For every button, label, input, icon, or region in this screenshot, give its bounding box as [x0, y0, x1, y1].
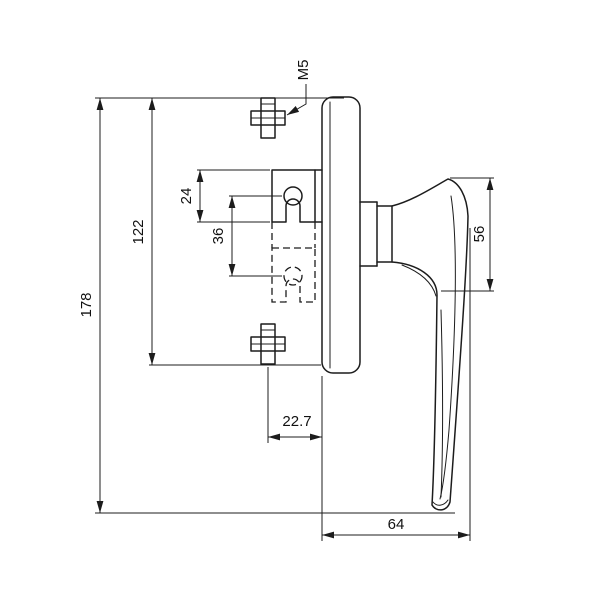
dim-label-screw-axis-to-face: 22.7: [282, 413, 311, 430]
grip-underside-contour: [401, 264, 437, 297]
handle-grip: [391, 178, 469, 511]
spindle-fork-alt-position: [271, 222, 316, 303]
spindle-fork: [271, 169, 323, 223]
dim-label-hole-spacing: 36: [210, 228, 227, 245]
dimension-hole-spacing: 36: [210, 195, 282, 277]
dimension-screw-axis-to-face: 22.7: [267, 367, 322, 443]
dimension-head-height: 56: [441, 177, 494, 292]
handle-neck: [359, 201, 393, 267]
dim-label-mounting-span: 122: [130, 219, 147, 244]
dim-label-handle-projection: 64: [388, 516, 405, 533]
dim-label-fork-length: 24: [178, 188, 195, 205]
spindle-hole: [283, 186, 303, 206]
grip-contour-inner: [440, 309, 443, 498]
grip-outline: [391, 178, 469, 511]
dimension-mounting-span: 122: [130, 98, 321, 366]
dimension-overall-height: 178: [78, 97, 455, 514]
dimension-handle-projection: 64: [321, 228, 471, 541]
dim-label-screw-thread: M5: [295, 60, 312, 81]
backplate-outline: [321, 96, 361, 374]
grip-tip-line: [432, 499, 449, 506]
mounting-screw-top: [250, 97, 286, 139]
fork-outline: [271, 169, 316, 223]
spindle-hole-hidden: [283, 266, 303, 286]
mounting-screw-bottom: [250, 323, 286, 365]
dimension-screw-thread: M5: [286, 60, 312, 116]
backplate: [321, 96, 361, 374]
fork-hidden-outline: [271, 247, 316, 303]
dim-label-overall-height: 178: [78, 292, 95, 317]
dim-label-head-height: 56: [471, 226, 488, 243]
leader-line: [286, 84, 307, 116]
grip-contour-outer: [439, 195, 456, 500]
